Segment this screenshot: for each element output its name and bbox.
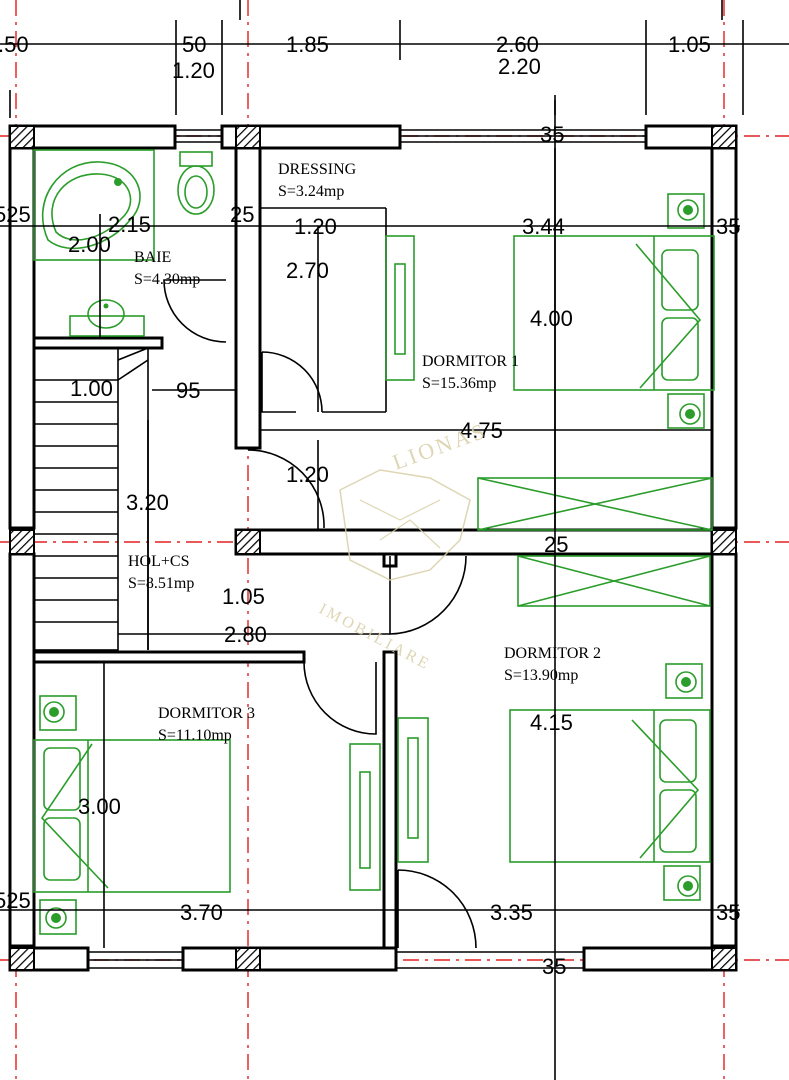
dim-dormitor1-width: 3.44 bbox=[522, 214, 565, 239]
wardrobe-icon bbox=[477, 477, 713, 531]
room-labels: DRESSING S=3.24mp BAIE S=4.30mp DORMITOR… bbox=[128, 161, 601, 744]
dim-top-3: 1.20 bbox=[172, 58, 215, 83]
dim-baie-width: 2.15 bbox=[108, 212, 151, 237]
room-hol-name: HOL+CS bbox=[128, 553, 189, 570]
dim-hol-height: 3.20 bbox=[126, 490, 169, 515]
room-baie-name: BAIE bbox=[134, 249, 171, 266]
bed-icon bbox=[509, 663, 711, 901]
sink-icon bbox=[69, 299, 145, 337]
dim-wall-25: 25 bbox=[230, 202, 254, 227]
bed-icon bbox=[513, 193, 715, 429]
furniture bbox=[33, 149, 715, 935]
dim-left-525-top: 525 bbox=[0, 202, 31, 227]
top-dimension-labels: .50 50 1.20 1.85 2.60 2.20 1.05 bbox=[0, 32, 711, 83]
bed-icon bbox=[33, 695, 231, 935]
dim-hol-105: 1.05 bbox=[222, 584, 265, 609]
wardrobe-icon bbox=[517, 555, 711, 607]
toilet-icon bbox=[177, 151, 215, 215]
dim-right-35-bottom: 35 bbox=[716, 900, 740, 925]
dim-top-6: 2.20 bbox=[498, 54, 541, 79]
bathtub-icon bbox=[33, 149, 155, 261]
dim-hol-280: 2.80 bbox=[224, 622, 267, 647]
dim-bottom-wall: 35 bbox=[542, 954, 566, 979]
room-dormitor2-area: S=13.90mp bbox=[504, 667, 578, 684]
dim-top-4: 1.85 bbox=[286, 32, 329, 57]
room-dormitor3-name: DORMITOR 3 bbox=[158, 705, 255, 722]
dim-hol-95: 95 bbox=[176, 378, 200, 403]
dim-baie-height: 2.00 bbox=[68, 232, 111, 257]
watermark-line2: IMOBILIARE bbox=[316, 601, 434, 674]
dim-top-1: .50 bbox=[0, 32, 29, 57]
dim-dormitor1-height: 4.00 bbox=[530, 306, 573, 331]
doors bbox=[163, 279, 477, 949]
dim-left-525-bottom: 525 bbox=[0, 888, 31, 913]
dim-dressing-width: 1.20 bbox=[294, 214, 337, 239]
dim-dormitor2-width: 3.35 bbox=[490, 900, 533, 925]
room-baie-area: S=4.30mp bbox=[134, 271, 200, 288]
dim-mid-wall: 25 bbox=[544, 532, 568, 557]
dim-top-2: 50 bbox=[182, 32, 206, 57]
room-dormitor1-area: S=15.36mp bbox=[422, 375, 496, 392]
dim-top-5: 2.60 bbox=[496, 32, 539, 57]
dim-dormitor2-height: 4.15 bbox=[530, 710, 573, 735]
dim-dormitor3-height: 3.00 bbox=[78, 794, 121, 819]
walls bbox=[8, 124, 738, 972]
room-dormitor2-name: DORMITOR 2 bbox=[504, 645, 601, 662]
dim-top-wall: 35 bbox=[540, 122, 564, 147]
top-dimension-chain bbox=[0, 0, 789, 118]
room-hol-area: S=8.51mp bbox=[128, 575, 194, 592]
dim-dormitor3-width: 3.70 bbox=[180, 900, 223, 925]
dim-hol-width: 1.00 bbox=[70, 376, 113, 401]
room-dressing-area: S=3.24mp bbox=[278, 183, 344, 200]
interior-dimension-labels: 35 525 2.15 2.00 25 1.20 2.70 3.44 35 4.… bbox=[0, 122, 740, 979]
room-dressing-name: DRESSING bbox=[278, 161, 357, 178]
dim-dressing-height: 2.70 bbox=[286, 258, 329, 283]
watermark-line1: LIONAS bbox=[389, 417, 490, 474]
room-dormitor1-name: DORMITOR 1 bbox=[422, 353, 519, 370]
lion-logo-icon bbox=[339, 469, 471, 581]
columns bbox=[9, 125, 737, 971]
dim-dormitor1-width-2: 4.75 bbox=[460, 418, 503, 443]
room-dormitor3-area: S=11.10mp bbox=[158, 727, 232, 744]
dim-door-width: 1.20 bbox=[286, 462, 329, 487]
dimension-lines bbox=[0, 100, 740, 1080]
dim-top-7: 1.05 bbox=[668, 32, 711, 57]
dim-right-35-top: 35 bbox=[716, 214, 740, 239]
